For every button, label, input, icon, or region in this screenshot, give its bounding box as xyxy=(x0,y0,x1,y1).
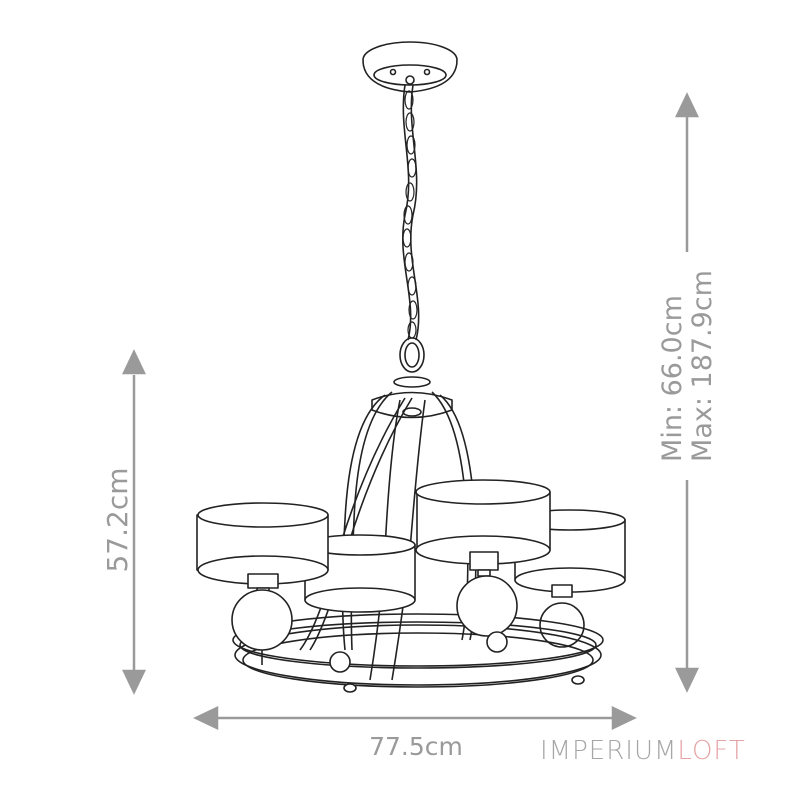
ceiling-canopy xyxy=(362,41,458,93)
brand-logo-part2: LOFT xyxy=(677,736,746,766)
drop-dimension-arrow xyxy=(675,92,699,693)
drop-dimension-label: Min: 66.0cm Max: 187.9cm xyxy=(656,270,718,462)
shade-back-left xyxy=(304,534,416,613)
brand-logo: IMPERIUMLOFT xyxy=(540,736,746,766)
height-dimension-label: 57.2cm xyxy=(101,467,134,573)
width-dimension-arrow xyxy=(193,706,637,730)
top-hub xyxy=(371,376,453,419)
drop-min-label: Min: 66.0cm xyxy=(656,295,688,462)
drop-max-label: Max: 187.9cm xyxy=(687,270,718,462)
height-dimension-arrow xyxy=(122,349,146,695)
chandelier xyxy=(196,41,626,693)
width-dimension-label: 77.5cm xyxy=(369,732,463,761)
brand-logo-part1: IMPERIUM xyxy=(540,736,678,766)
chain xyxy=(399,84,425,373)
bottom-ring xyxy=(232,613,604,693)
shade-front-right xyxy=(415,479,551,653)
shade-front-left xyxy=(196,502,329,665)
